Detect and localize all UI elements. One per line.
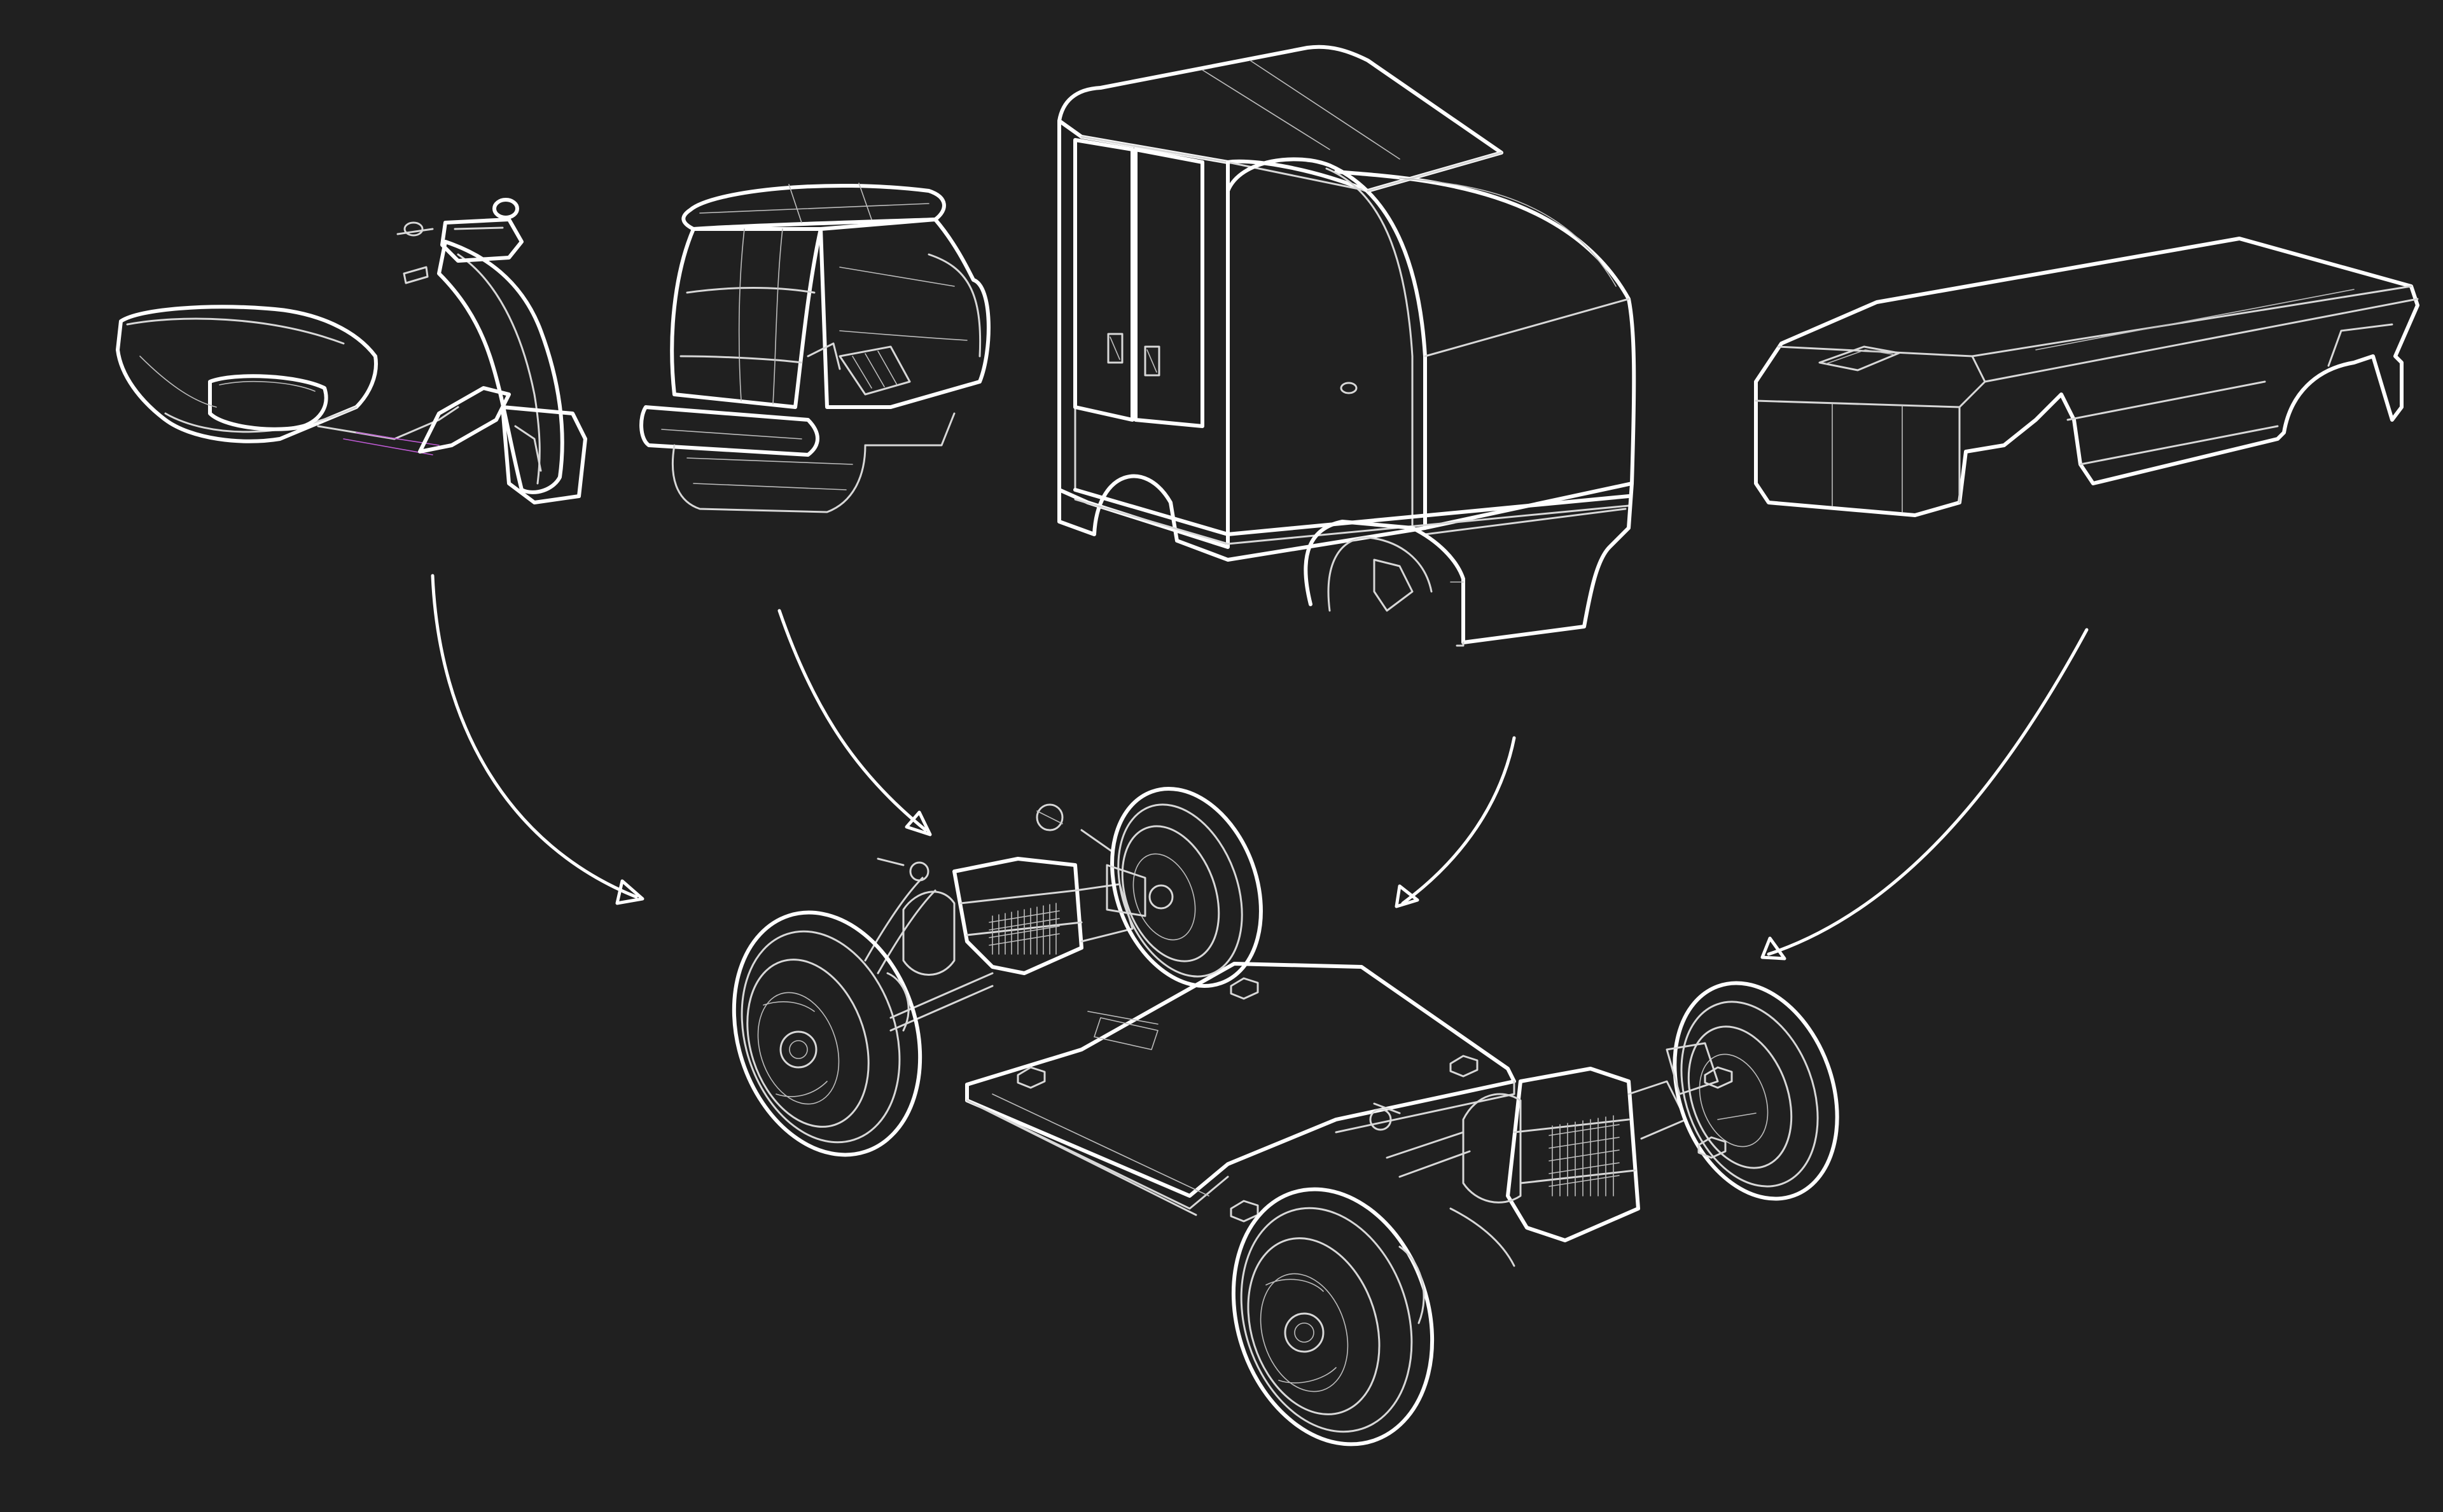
arrow-flatbed-to-chassis: [1760, 628, 2089, 961]
van-cargo-body-module: [1057, 45, 1636, 647]
chassis-platform: [732, 787, 1839, 1446]
arrow-van-to-chassis: [1395, 736, 1516, 908]
wheel-front-left: [1231, 1187, 1435, 1446]
arrow-scooter-to-chassis: [431, 574, 644, 905]
arrow-pod-to-chassis: [777, 609, 932, 836]
motor-coil-front: [1549, 1115, 1620, 1196]
wheel-rear-left: [732, 910, 922, 1157]
scooter-body-module: [116, 198, 587, 504]
motor-coil-rear: [989, 903, 1060, 955]
pod-cab-body-module: [639, 183, 991, 513]
wheel-rear-right: [1106, 787, 1263, 988]
flatbed-cover-body-module: [1754, 237, 2419, 517]
wheel-front-right: [1666, 981, 1839, 1201]
